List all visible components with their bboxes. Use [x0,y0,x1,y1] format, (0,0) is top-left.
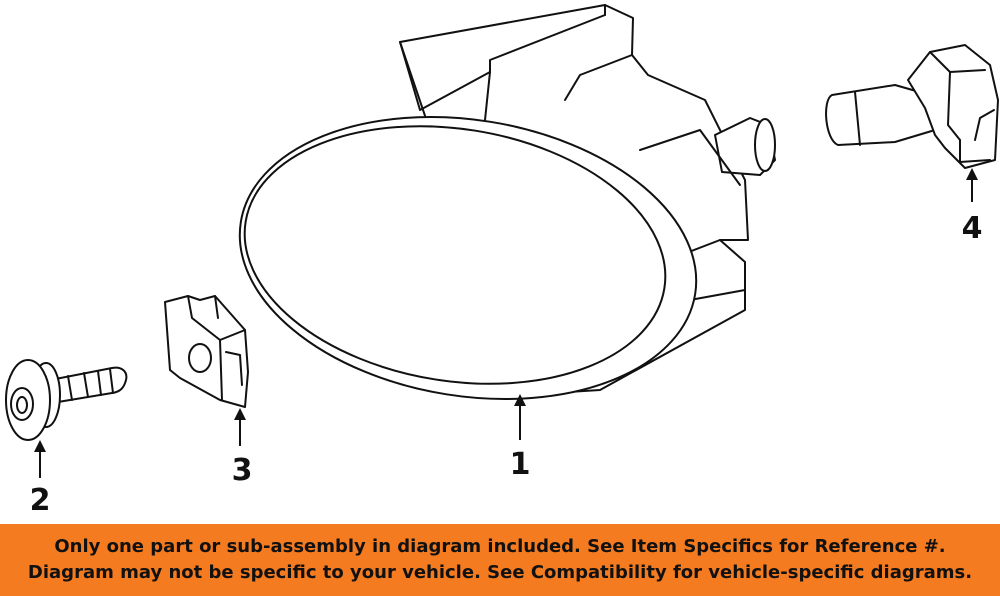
bulb [825,44,999,169]
bolt [5,359,128,441]
callout-label-1: 1 [510,447,531,482]
callout-arrow-4 [966,168,978,202]
disclaimer-banner: Only one part or sub-assembly in diagram… [0,524,1000,596]
callout-arrow-1 [514,394,526,440]
fog-lamp-assembly [238,4,776,400]
disclaimer-line-1: Only one part or sub-assembly in diagram… [54,536,946,557]
callout-label-2: 2 [30,483,51,518]
disclaimer-line-2: Diagram may not be specific to your vehi… [27,562,973,583]
callout-label-3: 3 [232,453,253,488]
clip [164,295,249,408]
callout-arrow-2 [34,440,46,478]
callout-label-4: 4 [962,211,983,246]
callout-arrow-3 [234,408,246,446]
exploded-parts-diagram: 1 2 3 4 [5,4,999,518]
